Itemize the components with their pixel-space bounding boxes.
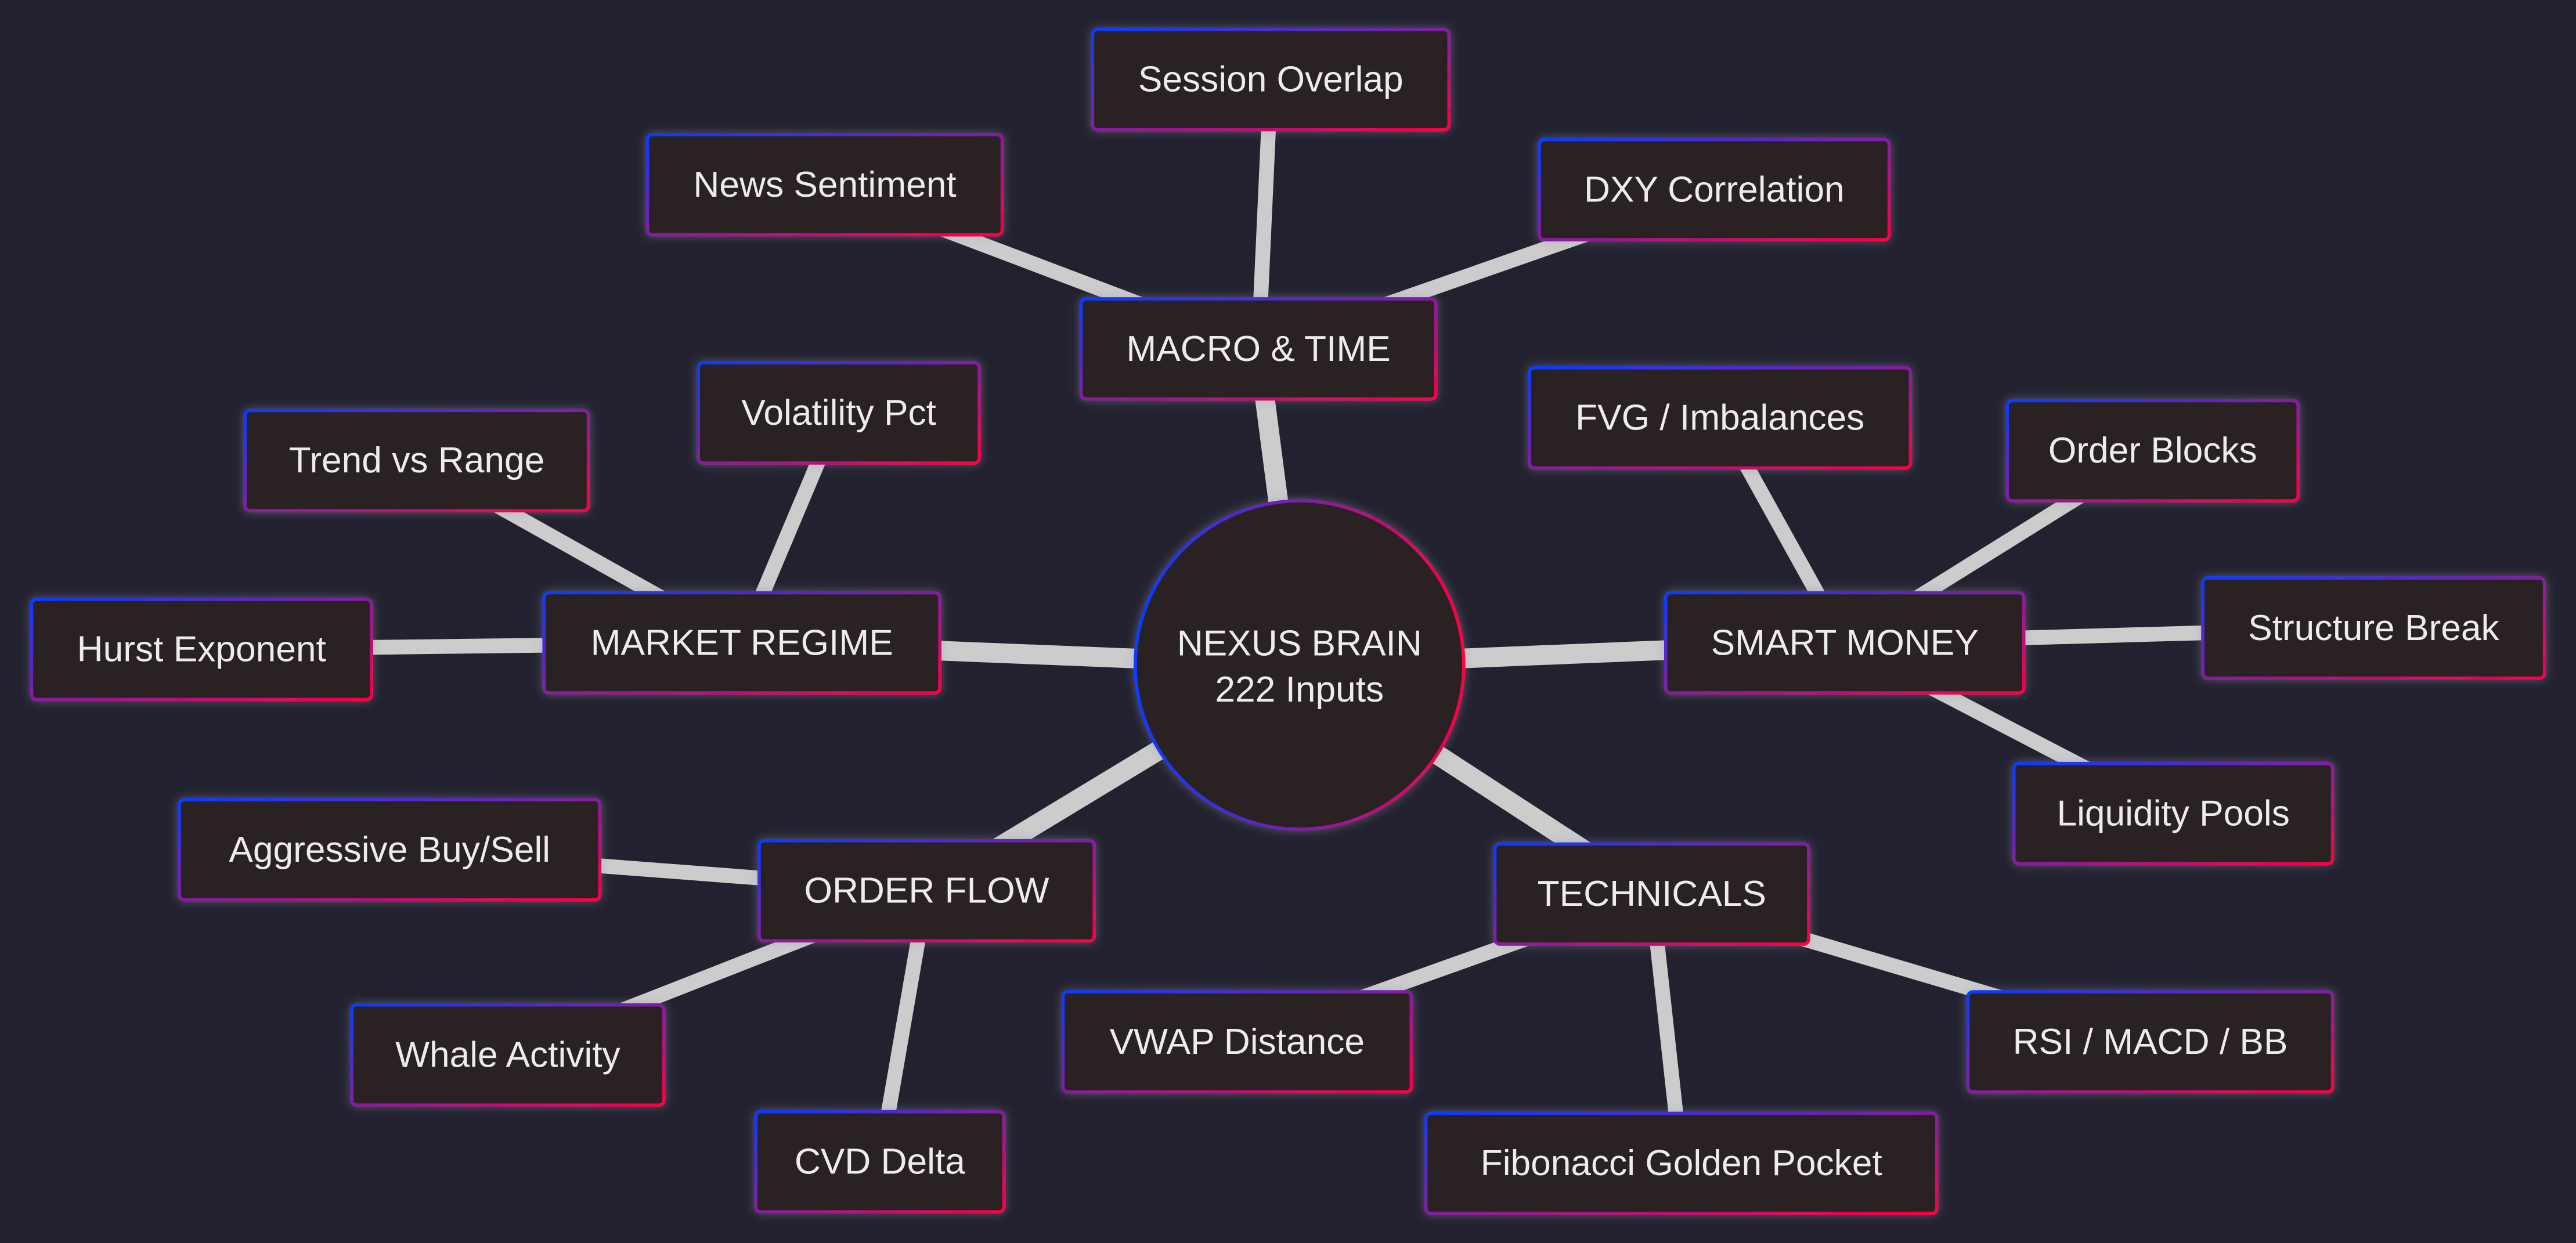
leaf-node-aggressive[interactable]: Aggressive Buy/Sell bbox=[178, 798, 602, 902]
category-node-flow-box bbox=[757, 839, 1096, 943]
center-node[interactable]: NEXUS BRAIN 222 Inputs bbox=[1134, 499, 1466, 831]
leaf-node-structure-box bbox=[2201, 576, 2546, 680]
leaf-node-session[interactable]: Session Overlap bbox=[1091, 28, 1451, 132]
leaf-node-trend-label: Trend vs Range bbox=[289, 440, 545, 480]
category-node-tech[interactable]: TECHNICALS bbox=[1493, 842, 1810, 946]
leaf-node-volatility[interactable]: Volatility Pct bbox=[697, 361, 981, 465]
center-subtitle: 222 Inputs bbox=[1215, 670, 1384, 710]
leaf-node-cvd[interactable]: CVD Delta bbox=[754, 1110, 1006, 1214]
category-node-smart-box bbox=[1664, 591, 2026, 695]
leaf-node-volatility-label: Volatility Pct bbox=[741, 393, 936, 433]
category-node-flow[interactable]: ORDER FLOW bbox=[757, 839, 1096, 943]
leaf-node-rsi-label: RSI / MACD / BB bbox=[2013, 1022, 2288, 1062]
category-node-macro[interactable]: MACRO & TIME bbox=[1079, 297, 1438, 401]
category-node-smart-label: SMART MONEY bbox=[1711, 623, 1979, 663]
leaf-node-news-label: News Sentiment bbox=[693, 165, 956, 205]
leaf-node-volatility-box bbox=[697, 361, 981, 465]
leaf-node-structure-label: Structure Break bbox=[2248, 608, 2499, 648]
leaf-node-vwap-label: VWAP Distance bbox=[1110, 1022, 1365, 1062]
leaf-node-rsi-box bbox=[1966, 990, 2335, 1094]
leaf-node-liquidity-box bbox=[2012, 761, 2335, 866]
leaf-node-aggressive-label: Aggressive Buy/Sell bbox=[229, 830, 550, 870]
category-node-regime[interactable]: MARKET REGIME bbox=[542, 591, 941, 695]
leaf-node-session-label: Session Overlap bbox=[1138, 60, 1404, 100]
leaf-node-trend[interactable]: Trend vs Range bbox=[243, 409, 590, 512]
leaf-node-dxy-label: DXY Correlation bbox=[1584, 169, 1845, 209]
category-node-flow-label: ORDER FLOW bbox=[804, 871, 1049, 911]
leaf-node-vwap[interactable]: VWAP Distance bbox=[1061, 990, 1413, 1094]
leaf-node-fib-label: Fibonacci Golden Pocket bbox=[1481, 1143, 1882, 1183]
leaf-node-news[interactable]: News Sentiment bbox=[645, 133, 1004, 237]
leaf-node-hurst[interactable]: Hurst Exponent bbox=[30, 597, 373, 702]
category-node-tech-label: TECHNICALS bbox=[1538, 874, 1766, 914]
category-node-regime-label: MARKET REGIME bbox=[591, 623, 893, 663]
leaf-node-fvg[interactable]: FVG / Imbalances bbox=[1528, 366, 1913, 470]
leaf-node-liquidity[interactable]: Liquidity Pools bbox=[2012, 761, 2335, 866]
leaf-node-ob[interactable]: Order Blocks bbox=[2005, 399, 2300, 503]
leaf-node-hurst-label: Hurst Exponent bbox=[77, 630, 326, 670]
leaf-node-vwap-box bbox=[1061, 990, 1413, 1094]
leaf-node-liquidity-label: Liquidity Pools bbox=[2057, 794, 2289, 834]
category-node-macro-box bbox=[1079, 297, 1438, 401]
nodes: NEXUS BRAIN 222 Inputs MACRO & TIME Sessi… bbox=[30, 28, 2546, 1215]
leaf-node-ob-box bbox=[2005, 399, 2300, 503]
leaf-node-fvg-label: FVG / Imbalances bbox=[1575, 398, 1864, 438]
leaf-node-trend-box bbox=[243, 409, 590, 512]
category-node-smart[interactable]: SMART MONEY bbox=[1664, 591, 2026, 695]
leaf-node-dxy[interactable]: DXY Correlation bbox=[1538, 138, 1891, 241]
leaf-node-news-box bbox=[645, 133, 1004, 237]
leaf-node-cvd-box bbox=[754, 1110, 1006, 1214]
leaf-node-whale-box bbox=[350, 1003, 666, 1107]
leaf-node-whale[interactable]: Whale Activity bbox=[350, 1003, 666, 1107]
leaf-node-hurst-box bbox=[30, 597, 373, 702]
leaf-node-structure[interactable]: Structure Break bbox=[2201, 576, 2546, 680]
leaf-node-ob-label: Order Blocks bbox=[2048, 431, 2257, 471]
category-node-tech-box bbox=[1493, 842, 1810, 946]
leaf-node-aggressive-box bbox=[178, 798, 602, 902]
leaf-node-fib[interactable]: Fibonacci Golden Pocket bbox=[1424, 1111, 1939, 1215]
leaf-node-fvg-box bbox=[1528, 366, 1913, 470]
center-title: NEXUS BRAIN bbox=[1177, 624, 1422, 664]
leaf-node-rsi[interactable]: RSI / MACD / BB bbox=[1966, 990, 2335, 1094]
leaf-node-dxy-box bbox=[1538, 138, 1891, 241]
category-node-regime-box bbox=[542, 591, 941, 695]
leaf-node-fib-box bbox=[1424, 1111, 1939, 1215]
category-node-macro-label: MACRO & TIME bbox=[1126, 329, 1390, 369]
leaf-node-whale-label: Whale Activity bbox=[395, 1035, 620, 1075]
leaf-node-cvd-label: CVD Delta bbox=[795, 1141, 965, 1181]
leaf-node-session-box bbox=[1091, 28, 1451, 132]
